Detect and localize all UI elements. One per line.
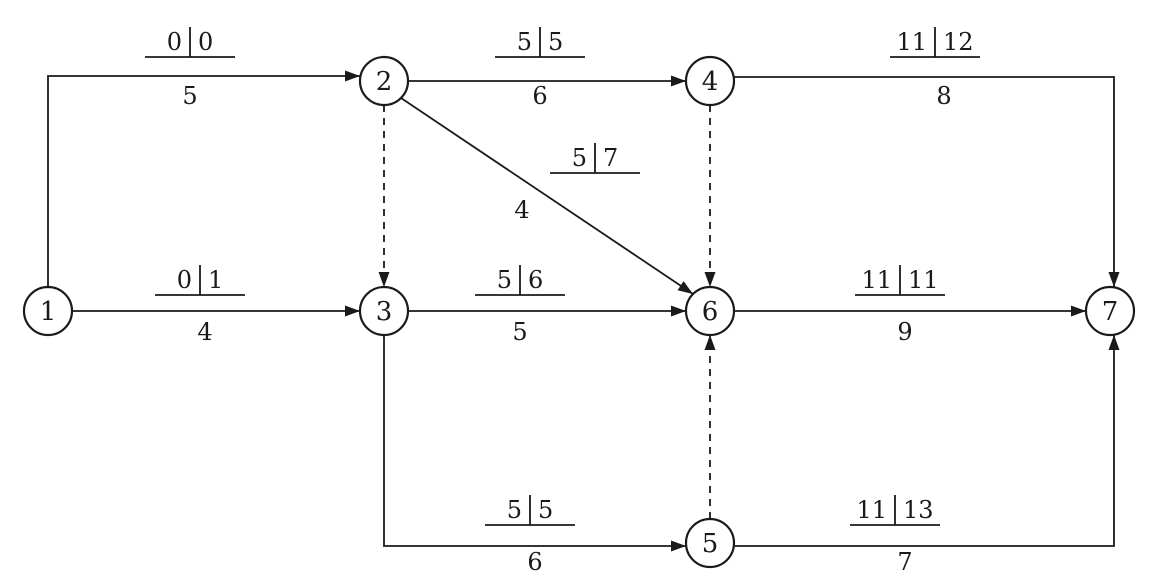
node-3: 3	[358, 285, 410, 337]
activity-5-7-arrow-arrowhead	[1108, 335, 1120, 350]
activity-2-6-duration: 4	[514, 196, 529, 224]
node-6-circle	[684, 285, 736, 337]
activity-4-7-duration: 8	[936, 82, 951, 110]
activity-1-2-arrow-arrowhead	[345, 70, 360, 82]
activity-6-7-duration: 9	[897, 318, 912, 346]
activity-3-6-time-label-right-value: 6	[528, 266, 543, 294]
dummy-activity-4-6-arrow-arrowhead	[704, 272, 716, 287]
node-2: 2	[358, 55, 410, 107]
activity-4-7-arrow-line	[734, 76, 1115, 287]
dummy-activity-5-6-arrow-arrowhead	[704, 335, 716, 350]
activity-1-3-duration: 4	[197, 318, 212, 346]
activity-1-2-duration: 5	[182, 82, 197, 110]
node-5: 5	[684, 517, 736, 569]
activity-1-2-time-label-right-value: 0	[198, 28, 213, 56]
node-4: 4	[684, 55, 736, 107]
node-6: 6	[684, 285, 736, 337]
activity-2-6-arrow-arrowhead	[677, 281, 693, 294]
node-2-circle	[358, 55, 410, 107]
node-3-label: 3	[376, 297, 393, 327]
activity-3-5-arrow	[383, 335, 686, 547]
activity-5-7-arrow	[734, 335, 1115, 547]
node-7: 7	[1084, 285, 1136, 337]
activity-3-6-duration: 5	[512, 318, 527, 346]
activity-4-7-arrow-arrowhead	[1108, 272, 1120, 287]
activity-5-7-arrow-line	[734, 335, 1115, 547]
activity-3-5-time-label-right-value: 5	[538, 496, 553, 524]
activity-3-6-time-label-left-value: 5	[497, 266, 512, 294]
activity-1-3-time-label-right-value: 1	[208, 266, 223, 294]
activity-5-7-time-label: 11 13	[850, 495, 940, 526]
activity-6-7-time-label-left-value: 11	[861, 266, 892, 294]
activity-2-4-time-label-right-value: 5	[548, 28, 563, 56]
activity-2-6-time-label-right-value: 7	[603, 144, 618, 172]
activity-4-7-time-label-left-value: 11	[896, 28, 927, 56]
activity-4-7-time-label: 11 12	[890, 27, 980, 58]
activity-3-5-time-label-left-value: 5	[507, 496, 522, 524]
node-1-label: 1	[40, 297, 57, 327]
activity-4-7-time-label-right-value: 12	[943, 28, 974, 56]
dummy-activity-2-3-arrow-arrowhead	[378, 272, 390, 287]
node-7-label: 7	[1102, 297, 1119, 327]
activity-5-7-duration: 7	[897, 548, 912, 576]
activity-1-3-arrow-arrowhead	[345, 305, 360, 317]
node-5-circle	[684, 517, 736, 569]
node-1-circle	[22, 285, 74, 337]
activity-6-7-time-label-right-value: 11	[908, 266, 939, 294]
node-1: 1	[22, 285, 74, 337]
activity-6-7-arrow-arrowhead	[1071, 305, 1086, 317]
activity-2-6-arrow-line	[400, 97, 694, 295]
activity-2-6-arrow	[400, 97, 694, 295]
activity-6-7-time-label: 11 11	[855, 265, 945, 296]
activity-2-4-duration: 6	[532, 82, 547, 110]
activity-1-2-arrow	[47, 75, 360, 287]
node-4-circle	[684, 55, 736, 107]
activity-3-5-arrow-line	[383, 335, 686, 547]
activity-5-7-time-label-left-value: 11	[856, 496, 887, 524]
activity-1-2-arrow-line	[47, 75, 360, 287]
activity-1-3-time-label-left-value: 0	[177, 266, 192, 294]
node-3-circle	[358, 285, 410, 337]
activity-5-7-time-label-right-value: 13	[903, 496, 934, 524]
activity-2-4-arrow-arrowhead	[671, 75, 686, 87]
node-2-label: 2	[376, 67, 393, 97]
activity-3-5-arrow-arrowhead	[671, 540, 686, 552]
activity-4-7-arrow	[734, 76, 1115, 287]
node-4-label: 4	[702, 67, 719, 97]
node-6-label: 6	[702, 297, 719, 327]
node-5-label: 5	[702, 529, 719, 559]
activity-2-6-time-label-left-value: 5	[572, 144, 587, 172]
activity-3-5-duration: 6	[527, 548, 542, 576]
activity-1-2-time-label-left-value: 0	[167, 28, 182, 56]
activity-2-4-time-label-left-value: 5	[517, 28, 532, 56]
node-7-circle	[1084, 285, 1136, 337]
activity-3-6-arrow-arrowhead	[671, 305, 686, 317]
